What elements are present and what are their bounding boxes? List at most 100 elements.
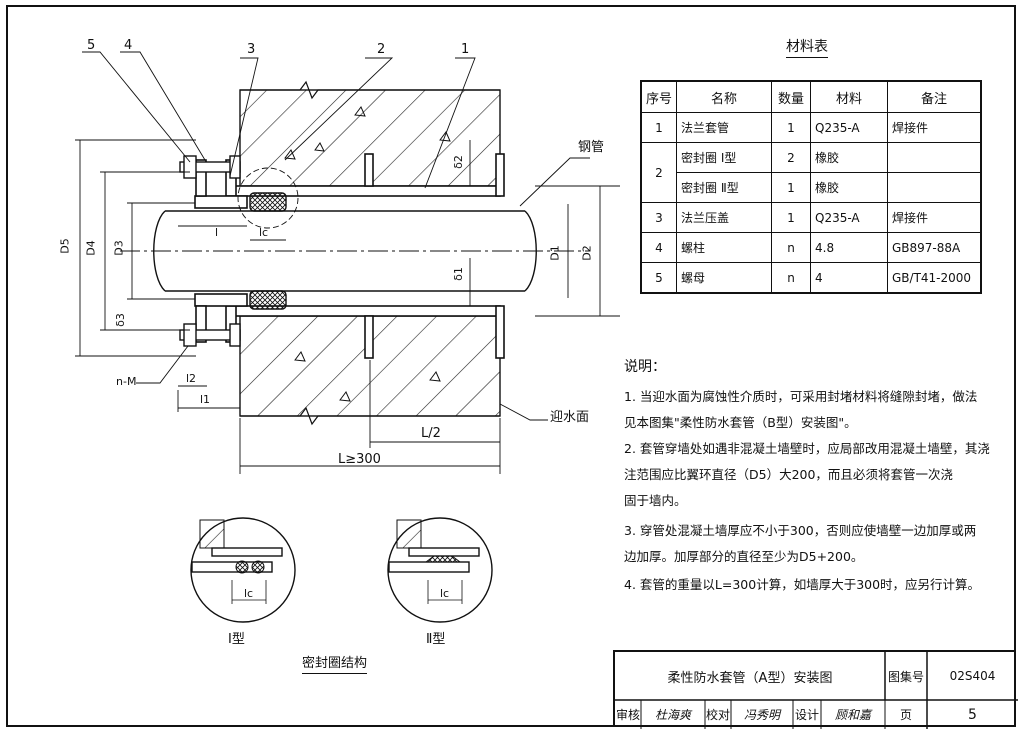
cell-no: 4 [640,232,677,263]
cell-no: 3 [640,202,677,233]
cell-name: 密封圈 Ⅱ型 [676,172,772,203]
title-block: 柔性防水套管（A型）安装图 图集号 02S404 审核 杜海爽 校对 冯秀明 设… [613,650,1018,729]
callout-3: 3 [247,42,256,57]
atlas-number: 02S404 [949,669,996,683]
table-row: 4 螺柱 n 4.8 GB897-88A [640,232,982,263]
type2-label: Ⅱ型 [426,632,446,647]
pipe-label: 钢管 [578,140,605,155]
cell-material: 4.8 [810,232,888,263]
cell-qty: 1 [771,202,811,233]
seal-detail-type2 [387,517,493,623]
seal-structure-title: 密封圈结构 [302,656,368,674]
dim-D1: D1 [548,245,562,261]
note-line: 2. 套管穿墙处如遇非混凝土墙壁时，应局部改用混凝土墙壁，其浇 [624,441,990,456]
callout-2: 2 [377,42,386,57]
cell-remark: 焊接件 [887,202,982,233]
col-remark: 备注 [887,80,982,113]
cell-name: 法兰套管 [676,112,772,143]
check-signature: 冯秀明 [743,708,780,722]
cell-qty: 1 [771,172,811,203]
dim-D5: D5 [58,238,72,254]
table-row: 3 法兰压盖 1 Q235-A 焊接件 [640,202,982,233]
table-row: 1 法兰套管 1 Q235-A 焊接件 [640,112,982,143]
dim-length: L≥300 [338,452,381,467]
detail1-lc: lc [244,587,254,600]
materials-table: 序号 名称 数量 材料 备注 1 法兰套管 1 Q235-A 焊接件 2 密封圈… [640,80,982,294]
review-signature: 杜海爽 [654,708,691,722]
cell-qty: n [771,232,811,263]
table-row: 密封圈 Ⅱ型 1 橡胶 [641,172,982,203]
cell-name: 螺柱 [676,232,772,263]
col-qty: 数量 [771,80,811,113]
cell-material: 橡胶 [810,172,888,203]
page-number: 5 [968,706,977,723]
dim-lc: lc [259,226,269,239]
left-dimensions [75,139,620,474]
title-block-grid [615,652,1018,729]
note-line: 1. 当迎水面为腐蚀性介质时，可采用封堵材料将缝隙封堵，做法 [624,389,978,404]
note-line: 固于墙内。 [624,493,687,508]
cell-remark [887,142,982,173]
design-label: 设计 [794,708,819,722]
table-row: 2 密封圈 Ⅰ型 2 橡胶 [640,142,982,203]
cell-remark: GB897-88A [887,232,982,263]
dim-l1: l1 [200,393,211,406]
cell-material: Q235-A [810,112,888,143]
dim-D4: D4 [84,240,98,256]
dim-nM: n-M [116,375,137,388]
note-line: 边加厚。加厚部分的直径至少为D5+200。 [624,549,864,564]
note-line: 见本图集"柔性防水套管（B型）安装图"。 [624,415,857,430]
notes-title: 说明： [624,359,666,375]
dim-half-length: L/2 [421,426,441,441]
drawing-frame [6,5,1016,727]
callout-4: 4 [124,38,133,53]
design-signature: 顾和嘉 [834,708,871,722]
note-line: 注范围应比翼环直径（D5）大200，而且必须将套管一次浇 [624,467,953,482]
cell-material: 4 [810,262,888,294]
cell-qty: 1 [771,112,811,143]
cell-remark [887,172,982,203]
dim-l: l [215,226,219,239]
leader-lines [82,51,590,421]
review-label: 审核 [615,708,640,722]
cell-name: 法兰压盖 [676,202,772,233]
note-line: 4. 套管的重量以L=300计算，如墙厚大于300时，应另行计算。 [624,577,981,592]
col-material: 材料 [810,80,888,113]
col-name: 名称 [676,80,772,113]
dim-delta2: δ2 [451,155,465,169]
cell-name: 密封圈 Ⅰ型 [676,142,772,173]
type1-label: Ⅰ型 [228,632,245,647]
cell-material: 橡胶 [810,142,888,173]
dim-D2: D2 [580,245,594,261]
atlas-label: 图集号 [887,669,924,684]
table-row: 5 螺母 n 4 GB/T41-2000 [640,262,982,294]
col-no: 序号 [640,80,677,113]
cell-qty: 2 [771,142,811,173]
drawing-title: 柔性防水套管（A型）安装图 [667,670,833,686]
seal-detail-type1 [190,517,296,623]
cell-qty: n [771,262,811,294]
materials-header-row: 序号 名称 数量 材料 备注 [640,80,982,113]
check-label: 校对 [705,708,730,722]
cell-no: 1 [640,112,677,143]
water-face-label: 迎水面 [550,410,590,425]
cell-remark: GB/T41-2000 [887,262,982,294]
cell-remark: 焊接件 [887,112,982,143]
materials-title: 材料表 [786,36,828,58]
dim-delta1: δ1 [451,267,465,281]
flange-sleeve [225,153,505,359]
detail2-lc: lc [440,587,450,600]
cell-no: 5 [640,262,677,294]
dim-D3: D3 [112,240,126,256]
page-label: 页 [899,708,912,722]
steel-pipe [120,210,590,292]
note-line: 3. 穿管处混凝土墙厚应不小于300，否则应使墙壁一边加厚或两 [624,523,977,538]
bolts [179,155,241,347]
cell-name: 螺母 [676,262,772,294]
dim-delta3: δ3 [113,313,127,327]
cell-no: 2 [640,142,677,203]
callout-1: 1 [461,42,470,57]
dim-l2: l2 [186,372,197,385]
cell-material: Q235-A [810,202,888,233]
